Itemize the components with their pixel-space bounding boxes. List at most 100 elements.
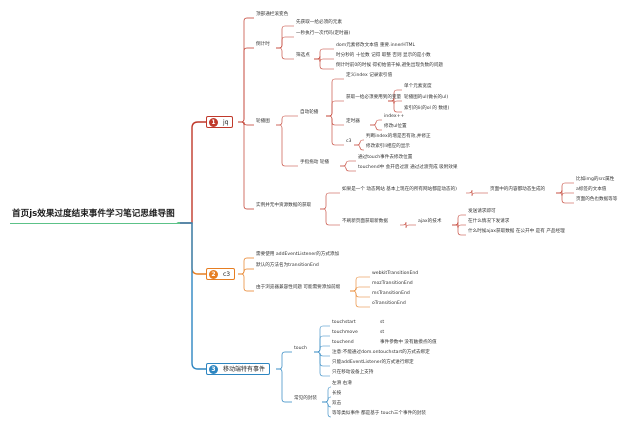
connector-line [320, 192, 340, 210]
connector-line [314, 55, 334, 63]
topic-jq-round-digits[interactable]: 时分秒的 十位数 记得 取整 否则 显示的是小数 [336, 53, 431, 58]
connector-line [370, 119, 382, 126]
topic-jq-index[interactable]: 定义index 记录索引值 [346, 73, 393, 78]
topic-jq-ajax[interactable]: ajax的技术 [418, 219, 442, 224]
topic-mobile-longpress[interactable]: 长按 [332, 391, 342, 396]
trunk-mobile [180, 222, 206, 370]
branch-label: jq [223, 119, 229, 126]
trunk-jq [180, 121, 206, 224]
connector-line [314, 345, 330, 353]
topic-jq-carousel[interactable]: 轮播图 [256, 119, 270, 124]
topic-jq-item-width[interactable]: 单个元素宽度 [404, 84, 432, 89]
connector-line [466, 189, 488, 197]
topic-jq-pm[interactable]: 什么时候ajax获取数据 在公开中 是有 产品经理 [468, 229, 565, 234]
connector-line [314, 48, 334, 60]
topic-mobile-note-ontouch[interactable]: 注意:不能通过dom.ontouchstart的方式去绑定 [332, 350, 430, 355]
topic-c3-webkit[interactable]: webkitTransitionEnd [372, 271, 419, 276]
branch-number-badge: 1 [209, 118, 218, 127]
topic-jq-no-refresh[interactable]: 不刷新页面获取新数据 [342, 219, 388, 224]
topic-jq-a-text[interactable]: a标签的文本值 [576, 187, 607, 192]
topic-mobile-touchmove[interactable]: touchmove [332, 330, 358, 335]
topic-jq-touchend-snap[interactable]: touchend中 会开启过渡 通过过渡完成 吸附效果 [358, 165, 458, 170]
topic-c3-addeventlistener[interactable]: 需要使用 addEventListener的方式添加 [256, 252, 340, 257]
connector-line [276, 47, 294, 60]
connector-line [326, 100, 344, 117]
topic-jq-negative-fix[interactable]: 倒计时前0的时候 得初始值干掉,避免出现负数的问题 [336, 63, 443, 68]
branch-number-badge: 3 [209, 365, 218, 374]
topic-jq-variables[interactable]: 获取一给必须要用到的变量 [346, 95, 402, 100]
topic-mobile-encapsulation[interactable]: 常见的封装 [294, 396, 317, 401]
topic-mobile-touchmove-val[interactable]: st [380, 330, 385, 335]
connector-line [350, 290, 370, 308]
topic-mobile-touchstart[interactable]: touchstart [332, 320, 356, 325]
connector-line [322, 401, 332, 418]
connector-line [400, 221, 416, 229]
connector-line [322, 396, 332, 403]
topic-mobile-touch[interactable]: touch [294, 346, 307, 351]
branch-mobile-events[interactable]: 3 移动端特有事件 [206, 363, 271, 375]
topic-jq-c3[interactable]: c3 [346, 139, 352, 144]
topic-jq-header-color[interactable]: 顶部通栏滚变色 [256, 12, 289, 17]
connector-line [326, 115, 344, 126]
topic-jq-dynamic-site[interactable]: 如果是一个 动态网站 基本上现在的所有网站都是动态的) [342, 187, 457, 192]
connector-line [326, 78, 344, 117]
topic-jq-update-li[interactable]: 修改索引li相应的显示 [366, 144, 410, 149]
topic-jq-dynamic-content[interactable]: 页面中的内容都动态生成的 [490, 187, 546, 192]
topic-jq-interval[interactable]: 定时器 [346, 119, 360, 124]
connector-line [388, 100, 402, 113]
topic-c3-moz[interactable]: mozTransitionEnd [372, 281, 413, 286]
topic-jq-countdown[interactable]: 倒计时 [256, 42, 270, 47]
topic-c3-o[interactable]: oTransitionEnd [372, 301, 406, 306]
connector-line [340, 160, 356, 167]
topic-mobile-doubletap[interactable]: 双击 [332, 401, 342, 406]
connector-line [350, 286, 370, 292]
topic-jq-img-src[interactable]: 比如img的src属性 [576, 177, 615, 182]
connector-line [320, 208, 340, 226]
connector-line [314, 325, 330, 353]
topic-mobile-touchstart-val[interactable]: st [380, 320, 385, 325]
topic-jq-data-fetch[interactable]: 实例并无中资源数据的获取 [256, 203, 312, 208]
topic-mobile-note-addevent[interactable]: 只能addEventListener的方式进行绑定 [332, 360, 414, 365]
topic-jq-when-request[interactable]: 在什么情况下发请求 [468, 219, 510, 224]
topic-jq-auto-carousel[interactable]: 自动轮播 [300, 110, 319, 115]
topic-jq-countdown-timer[interactable]: 一秒执行一次代码(定时器) [296, 31, 351, 36]
topic-jq-countdown-get-elements[interactable]: 先获取一给必须的元素 [296, 20, 342, 25]
connector-line [314, 351, 330, 377]
branch-c3[interactable]: 2 c3 [206, 268, 236, 280]
topic-jq-check-index[interactable]: 判断index的增是否有效,并修正 [366, 134, 431, 139]
topic-jq-innerhtml[interactable]: dom元素修改文本值 重要.innerHTML [336, 43, 416, 48]
topic-jq-ol-li[interactable]: 索引的li(的ol 的 数组) [404, 106, 450, 111]
connector-line [326, 115, 344, 146]
topic-jq-touch-move[interactable]: 通过touch事件去修改位置 [358, 155, 413, 160]
topic-jq-move-ul[interactable]: 修改ul位置 [384, 124, 407, 129]
topic-jq-page-color[interactable]: 页面的色也数据等等 [576, 197, 618, 202]
topic-jq-index-inc[interactable]: index++ [384, 114, 405, 119]
connector-line [238, 273, 254, 292]
topic-c3-ms[interactable]: msTransitionEnd [372, 291, 410, 296]
topic-mobile-touchend[interactable]: touchend [332, 340, 354, 345]
topic-c3-transitionend[interactable]: 默认的方法名为transitionEnd [256, 263, 319, 268]
branch-label: c3 [223, 271, 231, 278]
trunk-c3 [180, 222, 206, 275]
branch-jq[interactable]: 1 jq [206, 116, 234, 128]
topic-mobile-touchend-val[interactable]: 事件参数中 没有触摸点的值 [380, 340, 437, 345]
connector-line [340, 165, 356, 172]
topic-mobile-note-mobile-only[interactable]: 只在移动设备上支持 [332, 370, 374, 375]
topic-jq-send-request[interactable]: 发送请求即可 [468, 209, 496, 214]
topic-c3-prefix[interactable]: 由于浏览器兼容性问题 可能需要添加前缀 [256, 285, 341, 290]
topic-jq-ul[interactable]: 轮播图的ul(做长的ul) [404, 95, 449, 100]
topic-mobile-touch-based[interactable]: 等等类似事件 都是基于 touch三个事件的封装 [332, 411, 426, 416]
topic-mobile-swipe[interactable]: 左滑 右滑 [332, 381, 352, 386]
connector-line [322, 401, 332, 408]
connector-line [276, 115, 298, 126]
connector-line [238, 268, 254, 275]
connector-line [276, 36, 294, 49]
root-topic[interactable]: 首页js效果过度结束事件学习笔记思维导图 [8, 205, 178, 223]
topic-jq-finger-drag[interactable]: 手指拖动 轮播 [300, 160, 330, 165]
topic-jq-countdown-points[interactable]: 筛选点 [296, 53, 310, 58]
connector-line [556, 192, 574, 204]
connector-line [238, 257, 254, 275]
connector-line [452, 221, 466, 229]
